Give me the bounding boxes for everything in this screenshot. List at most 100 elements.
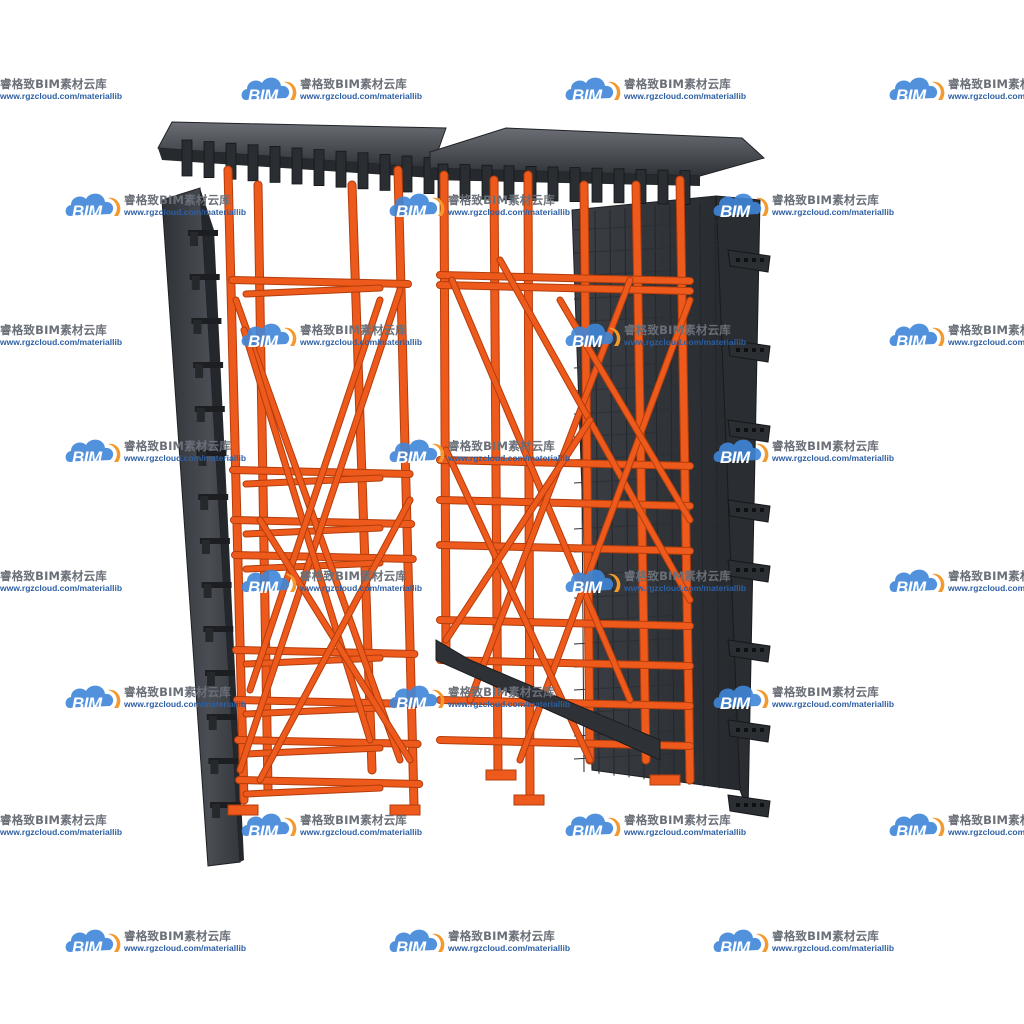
watermark-title: 睿格致BIM素材云库 (772, 929, 879, 943)
watermark-brand: BIM (896, 332, 926, 351)
top-deck-left (157, 121, 447, 195)
watermark-brand: BIM (896, 822, 926, 841)
watermark-logo: BIM 睿格致BIM素材云库 www.rgzcloud.com/material… (562, 562, 752, 602)
watermark-url: www.rgzcloud.com/materiallib (772, 699, 895, 709)
watermark-logo: BIM 睿格致BIM素材云库 www.rgzcloud.com/material… (0, 316, 128, 356)
watermark-brand: BIM (72, 448, 102, 467)
cloud-logo-icon (241, 323, 297, 346)
watermark-title: 睿格致BIM素材云库 (448, 439, 555, 453)
cloud-logo-icon (565, 813, 621, 836)
watermark-brand: BIM (720, 202, 750, 221)
watermark-brand: BIM (248, 332, 278, 351)
watermark-url: www.rgzcloud.com/materiallib (124, 207, 247, 217)
watermark-title: 睿格致BIM素材云库 (624, 813, 731, 827)
watermark-url: www.rgzcloud.com/materiallib (124, 453, 247, 463)
watermark-url: www.rgzcloud.com/materiallib (948, 583, 1024, 593)
watermark-logo: BIM 睿格致BIM素材云库 www.rgzcloud.com/material… (710, 186, 900, 226)
cloud-logo-icon (713, 193, 769, 216)
watermark-brand: BIM (72, 938, 102, 957)
watermark-url: www.rgzcloud.com/materiallib (624, 91, 747, 101)
watermark-url: www.rgzcloud.com/materiallib (624, 583, 747, 593)
watermark-brand: BIM (720, 938, 750, 957)
watermark-logo: BIM 睿格致BIM素材云库 www.rgzcloud.com/material… (562, 316, 752, 356)
watermark-brand: BIM (248, 86, 278, 105)
watermark-logo: BIM 睿格致BIM素材云库 www.rgzcloud.com/material… (62, 678, 252, 718)
watermark-logo: BIM 睿格致BIM素材云库 www.rgzcloud.com/material… (0, 562, 128, 602)
right-scaffold-tower (435, 170, 695, 806)
cloud-logo-icon (241, 77, 297, 100)
cloud-logo-icon (389, 929, 445, 952)
top-deck-right (429, 127, 766, 206)
cloud-logo-icon (65, 929, 121, 952)
watermark-title: 睿格致BIM素材云库 (124, 439, 231, 453)
watermark-title: 睿格致BIM素材云库 (624, 569, 731, 583)
watermark-logo: BIM 睿格致BIM素材云库 www.rgzcloud.com/material… (710, 922, 900, 962)
watermark-brand: BIM (396, 938, 426, 957)
watermark-logo: BIM 睿格致BIM素材云库 www.rgzcloud.com/material… (562, 806, 752, 846)
watermark-url: www.rgzcloud.com/materiallib (772, 207, 895, 217)
watermark-url: www.rgzcloud.com/materiallib (448, 453, 571, 463)
watermark-title: 睿格致BIM素材云库 (624, 77, 731, 91)
cloud-logo-icon (889, 323, 945, 346)
watermark-brand: BIM (72, 694, 102, 713)
watermark-logo: BIM 睿格致BIM素材云库 www.rgzcloud.com/material… (62, 186, 252, 226)
watermark-logo: BIM 睿格致BIM素材云库 www.rgzcloud.com/material… (238, 806, 428, 846)
watermark-brand: BIM (572, 822, 602, 841)
watermark-title: 睿格致BIM素材云库 (0, 323, 107, 337)
cloud-logo-icon (65, 685, 121, 708)
watermark-title: 睿格致BIM素材云库 (948, 569, 1024, 583)
watermark-brand: BIM (248, 578, 278, 597)
watermark-url: www.rgzcloud.com/materiallib (0, 91, 123, 101)
watermark-url: www.rgzcloud.com/materiallib (300, 583, 423, 593)
watermark-logo: BIM 睿格致BIM素材云库 www.rgzcloud.com/material… (238, 70, 428, 110)
watermark-logo: BIM 睿格致BIM素材云库 www.rgzcloud.com/material… (886, 316, 1024, 356)
watermark-url: www.rgzcloud.com/materiallib (448, 207, 571, 217)
watermark-brand: BIM (572, 86, 602, 105)
watermark-brand: BIM (396, 448, 426, 467)
watermark-title: 睿格致BIM素材云库 (0, 77, 107, 91)
watermark-url: www.rgzcloud.com/materiallib (300, 827, 423, 837)
watermark-brand: BIM (896, 578, 926, 597)
cloud-logo-icon (241, 569, 297, 592)
watermark-logo: BIM 睿格致BIM素材云库 www.rgzcloud.com/material… (386, 186, 576, 226)
watermark-url: www.rgzcloud.com/materiallib (0, 827, 123, 837)
watermark-logo: BIM 睿格致BIM素材云库 www.rgzcloud.com/material… (62, 922, 252, 962)
watermark-logo: BIM 睿格致BIM素材云库 www.rgzcloud.com/material… (62, 432, 252, 472)
watermark-title: 睿格致BIM素材云库 (948, 813, 1024, 827)
watermark-title: 睿格致BIM素材云库 (772, 439, 879, 453)
watermark-title: 睿格致BIM素材云库 (772, 193, 879, 207)
cloud-logo-icon (565, 77, 621, 100)
watermark-brand: BIM (896, 86, 926, 105)
watermark-logo: BIM 睿格致BIM素材云库 www.rgzcloud.com/material… (886, 562, 1024, 602)
watermark-title: 睿格致BIM素材云库 (124, 929, 231, 943)
watermark-title: 睿格致BIM素材云库 (124, 685, 231, 699)
watermark-brand: BIM (572, 332, 602, 351)
cloud-logo-icon (713, 685, 769, 708)
cloud-logo-icon (889, 813, 945, 836)
cloud-logo-icon (889, 569, 945, 592)
watermark-url: www.rgzcloud.com/materiallib (124, 943, 247, 953)
watermark-title: 睿格致BIM素材云库 (948, 323, 1024, 337)
watermark-title: 睿格致BIM素材云库 (0, 813, 107, 827)
cloud-logo-icon (65, 439, 121, 462)
watermark-title: 睿格致BIM素材云库 (948, 77, 1024, 91)
watermark-url: www.rgzcloud.com/materiallib (448, 943, 571, 953)
cloud-logo-icon (565, 323, 621, 346)
watermark-logo: BIM 睿格致BIM素材云库 www.rgzcloud.com/material… (238, 562, 428, 602)
watermark-logo: BIM 睿格致BIM素材云库 www.rgzcloud.com/material… (0, 806, 128, 846)
watermark-url: www.rgzcloud.com/materiallib (448, 699, 571, 709)
watermark-url: www.rgzcloud.com/materiallib (624, 337, 747, 347)
watermark-logo: BIM 睿格致BIM素材云库 www.rgzcloud.com/material… (886, 70, 1024, 110)
watermark-title: 睿格致BIM素材云库 (0, 569, 107, 583)
watermark-url: www.rgzcloud.com/materiallib (948, 827, 1024, 837)
watermark-url: www.rgzcloud.com/materiallib (124, 699, 247, 709)
watermark-url: www.rgzcloud.com/materiallib (772, 943, 895, 953)
watermark-brand: BIM (396, 202, 426, 221)
watermark-title: 睿格致BIM素材云库 (124, 193, 231, 207)
watermark-brand: BIM (720, 448, 750, 467)
watermark-logo: BIM 睿格致BIM素材云库 www.rgzcloud.com/material… (710, 678, 900, 718)
cloud-logo-icon (241, 813, 297, 836)
watermark-title: 睿格致BIM素材云库 (448, 929, 555, 943)
